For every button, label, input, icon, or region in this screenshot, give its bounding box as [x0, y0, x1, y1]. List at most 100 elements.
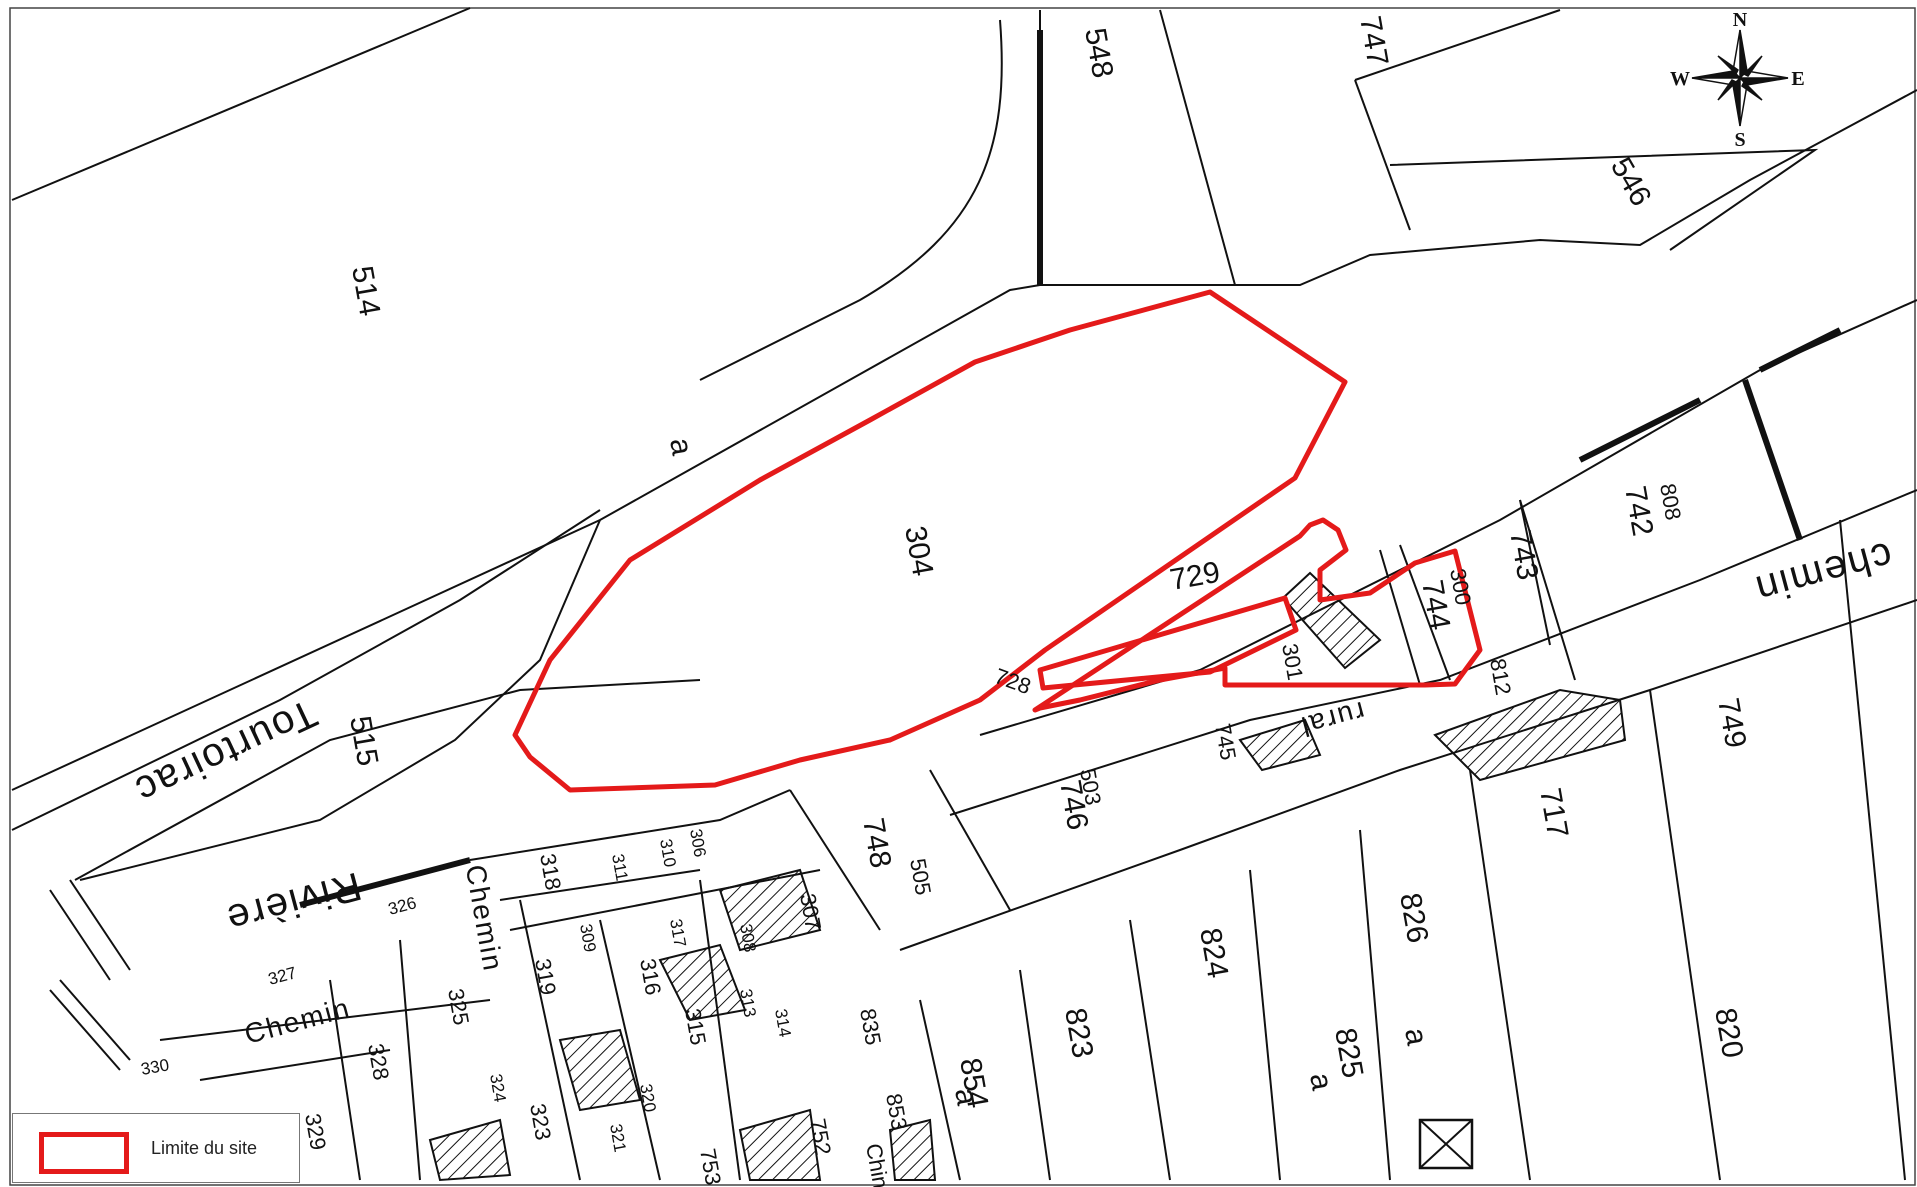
- road-edge: [979, 299, 1917, 736]
- compass-rose: N S E W: [1670, 9, 1805, 151]
- road-label-tourtoirac: Tourtoirac: [128, 691, 324, 814]
- parcel-label: 330: [139, 1055, 170, 1079]
- parcel-label: 853: [881, 1092, 912, 1133]
- parcel-label: 318: [535, 852, 566, 893]
- parcel-label: 749: [1711, 695, 1752, 750]
- parcel-line: [919, 999, 961, 1181]
- street-letter: Chin: [861, 1142, 893, 1187]
- building: [658, 943, 747, 1022]
- road-edge: [899, 599, 1917, 951]
- parcel-label: 728: [991, 663, 1034, 699]
- road-labels: Tourtoirac Rivière Chemin chemin rural C…: [128, 533, 1898, 1050]
- parcel-line: [1519, 499, 1576, 681]
- compass-south-label: S: [1734, 129, 1745, 151]
- parcel-label: 323: [525, 1102, 556, 1143]
- parcel-line: [699, 879, 741, 1181]
- buildings: [428, 571, 1627, 1182]
- parcel-line: [499, 869, 701, 901]
- parcel-label: 753: [695, 1147, 726, 1187]
- road-label-chemin-east: chemin: [1750, 533, 1898, 612]
- street-letter: a: [1398, 1025, 1433, 1047]
- legend-swatch: [39, 1132, 129, 1174]
- road-edge: [74, 679, 701, 881]
- parcel-label: 748: [856, 815, 897, 870]
- parcel-label: 319: [530, 957, 561, 998]
- parcel-label: 823: [1058, 1005, 1099, 1060]
- road-edge: [49, 879, 131, 981]
- building: [888, 1118, 937, 1181]
- parcel-label: 316: [635, 957, 666, 998]
- parcel-label: 325: [443, 987, 474, 1028]
- parcel-labels: 514 515 304 729 728 744 743 742 746 748 …: [139, 13, 1752, 1187]
- parcel-label: 820: [1708, 1005, 1749, 1060]
- heavy-line: [299, 857, 471, 908]
- building-marker-cross: [1419, 1119, 1473, 1169]
- parcel-label: 304: [898, 523, 939, 578]
- parcel-line: [789, 789, 881, 931]
- parcel-label: 717: [1533, 785, 1574, 840]
- building-marker: [1418, 1118, 1474, 1170]
- parcel-label: 747: [1353, 13, 1394, 68]
- parcel-line: [159, 999, 491, 1041]
- parcel-line: [1839, 519, 1906, 1181]
- road-edge: [49, 979, 131, 1071]
- parcel-line: [1129, 919, 1171, 1181]
- parcel-label: 310: [656, 837, 680, 868]
- parcel-line: [399, 939, 421, 1181]
- building: [738, 1108, 822, 1181]
- parcel-line: [1649, 689, 1721, 1181]
- heavy-line: [1758, 327, 1842, 373]
- parcel-line: [1159, 9, 1236, 286]
- heavy-lines: [299, 30, 1842, 908]
- parcel-label: 317: [666, 917, 690, 948]
- building: [428, 1118, 512, 1182]
- parcel-lines: [11, 7, 1917, 1181]
- building: [1238, 718, 1322, 772]
- parcel-line: [1389, 148, 1819, 251]
- parcel-label: 835: [855, 1007, 886, 1048]
- building: [1433, 688, 1627, 782]
- site-boundary-main: [512, 289, 1348, 793]
- parcel-line: [469, 789, 791, 861]
- parcel-label: 306: [686, 827, 710, 858]
- parcel-line: [1040, 89, 1917, 286]
- parcel-label: 324: [486, 1072, 510, 1103]
- parcel-label: 308: [736, 922, 760, 953]
- parcel-line: [929, 769, 1011, 911]
- road-label-chemin-village: Chemin: [460, 862, 509, 974]
- parcel-label: 505: [905, 857, 936, 898]
- parcel-label: 320: [636, 1082, 660, 1113]
- parcel-label: 301: [1277, 642, 1308, 683]
- parcel-label: 514: [345, 263, 386, 318]
- parcel-line: [1249, 869, 1281, 1181]
- compass-east-label: E: [1791, 68, 1804, 90]
- street-letter: a: [1303, 1070, 1338, 1092]
- parcel-line: [519, 899, 581, 1181]
- parcel-label: 743: [1503, 527, 1544, 582]
- street-letter: a: [663, 435, 698, 457]
- parcel-line: [1354, 9, 1561, 81]
- parcel-label: 328: [363, 1042, 394, 1083]
- parcel-label: 321: [606, 1122, 630, 1153]
- parcel-line: [329, 979, 361, 1181]
- parcel-label: 329: [300, 1112, 331, 1153]
- map-border: [9, 7, 1916, 1186]
- parcel-label: 808: [1655, 482, 1686, 523]
- parcel-line: [599, 919, 661, 1181]
- parcel-label: 546: [1604, 152, 1658, 212]
- parcel-label: 315: [680, 1007, 711, 1048]
- road-edge: [949, 489, 1917, 816]
- parcel-line: [699, 19, 1003, 381]
- parcel-label: 311: [608, 852, 631, 882]
- parcel-label: 742: [1618, 483, 1659, 538]
- parcel-label: 515: [343, 713, 384, 768]
- legend-label: Limite du site: [151, 1138, 258, 1158]
- street-letter: a: [948, 1085, 983, 1107]
- building: [718, 868, 822, 952]
- road-edge: [11, 509, 601, 831]
- parcel-line: [79, 519, 601, 881]
- parcel-line: [1519, 499, 1551, 646]
- parcel-label: 313: [736, 987, 760, 1018]
